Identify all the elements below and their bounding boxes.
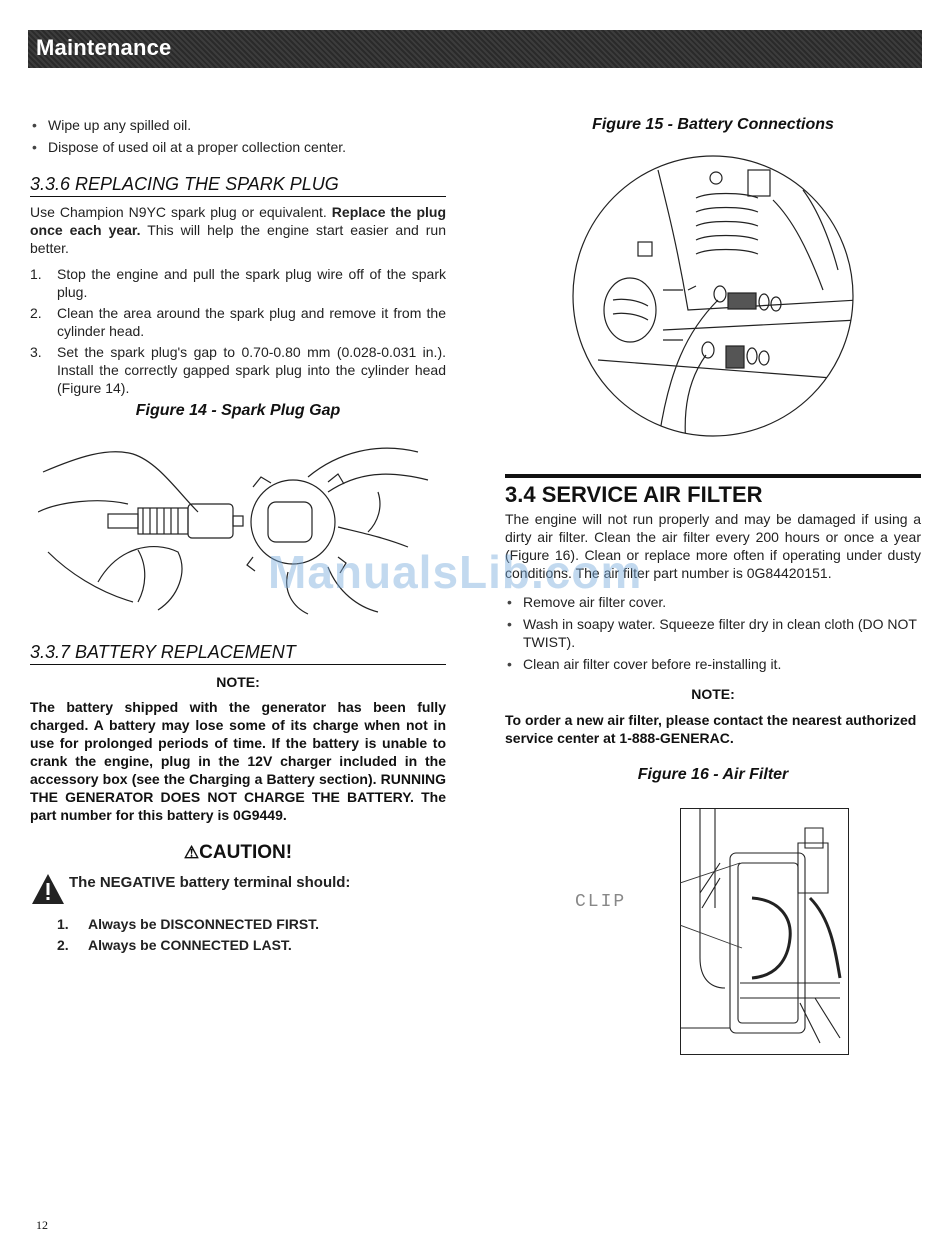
list-item: Dispose of used oil at a proper collecti… bbox=[30, 138, 446, 156]
air-filter-intro: The engine will not run properly and may… bbox=[505, 511, 921, 581]
step-text: Always be CONNECTED LAST. bbox=[88, 937, 292, 953]
intro-text: Use Champion N9YC spark plug or equivale… bbox=[30, 204, 332, 220]
list-item: Clean air filter cover before re-install… bbox=[505, 655, 921, 673]
air-filter-note-text: To order a new air filter, please contac… bbox=[505, 712, 917, 746]
intro-bold-text: Replace the plug once each year. bbox=[30, 204, 446, 238]
oil-bullets: Wipe up any spilled oil. Dispose of used… bbox=[30, 116, 446, 160]
air-filter-heading: 3.4 SERVICE AIR FILTER bbox=[505, 474, 921, 508]
list-item: Wipe up any spilled oil. bbox=[30, 116, 446, 134]
spark-plug-intro: Use Champion N9YC spark plug or equivale… bbox=[30, 203, 446, 257]
page-number: 12 bbox=[36, 1218, 48, 1232]
battery-heading: 3.3.7 BATTERY REPLACEMENT bbox=[30, 642, 446, 665]
list-item: 2. Always be CONNECTED LAST. bbox=[57, 936, 437, 954]
caution-steps: 1. Always be DISCONNECTED FIRST. 2. Always… bbox=[57, 915, 437, 957]
air-filter-bullets: Remove air filter cover. Wash in soapy w… bbox=[505, 593, 921, 677]
caution-text: The NEGATIVE battery terminal should: bbox=[69, 874, 351, 891]
list-item: 1. Always be DISCONNECTED FIRST. bbox=[57, 915, 437, 933]
section-title: Maintenance bbox=[36, 35, 172, 60]
caution-title: CAUTION! bbox=[199, 842, 293, 863]
figure-15-caption: Figure 15 - Battery Connections bbox=[592, 116, 834, 133]
step-number: 2. bbox=[57, 937, 69, 953]
air-filter-illustration bbox=[680, 808, 849, 1055]
spark-plug-steps: 1. Stop the engine and pull the spark plu… bbox=[30, 265, 446, 400]
battery-note-label: NOTE: bbox=[216, 674, 260, 690]
step-text: Clean the area around the spark plug and… bbox=[57, 305, 446, 339]
battery-connections-illustration bbox=[572, 155, 854, 437]
figure-16-caption: Figure 16 - Air Filter bbox=[637, 766, 789, 783]
figure-14-caption: Figure 14 - Spark Plug Gap bbox=[135, 402, 341, 419]
list-item: 3. Set the spark plug's gap to 0.70-0.80 … bbox=[30, 343, 446, 397]
intro-text-end: This will help the engine start easier a… bbox=[30, 222, 446, 256]
step-number: 1. bbox=[30, 266, 42, 282]
warning-triangle-icon: ⚠ bbox=[183, 843, 200, 862]
step-text: Set the spark plug's gap to 0.70-0.80 mm… bbox=[57, 344, 446, 396]
warning-large-icon bbox=[32, 874, 64, 904]
step-number: 1. bbox=[57, 916, 69, 932]
step-number: 2. bbox=[30, 305, 42, 321]
battery-note-text: The battery shipped with the generator h… bbox=[30, 699, 446, 823]
clip-label: CLIP bbox=[575, 892, 627, 912]
step-text: Stop the engine and pull the spark plug … bbox=[57, 266, 446, 300]
step-text: Always be DISCONNECTED FIRST. bbox=[88, 916, 320, 932]
watermark: ManualsLib.com bbox=[268, 546, 643, 598]
list-item: 1. Stop the engine and pull the spark plu… bbox=[30, 265, 446, 301]
caution-heading: ⚠CAUTION! bbox=[30, 842, 446, 864]
section-header-bar: Maintenance bbox=[28, 30, 922, 68]
list-item: Wash in soapy water. Squeeze filter dry … bbox=[505, 615, 921, 651]
step-number: 3. bbox=[30, 344, 42, 360]
list-item: Remove air filter cover. bbox=[505, 593, 921, 611]
spark-plug-gap-illustration bbox=[38, 447, 429, 615]
air-filter-note-label: NOTE: bbox=[691, 686, 735, 702]
list-item: 2. Clean the area around the spark plug a… bbox=[30, 304, 446, 340]
spark-plug-heading: 3.3.6 REPLACING THE SPARK PLUG bbox=[30, 174, 446, 197]
